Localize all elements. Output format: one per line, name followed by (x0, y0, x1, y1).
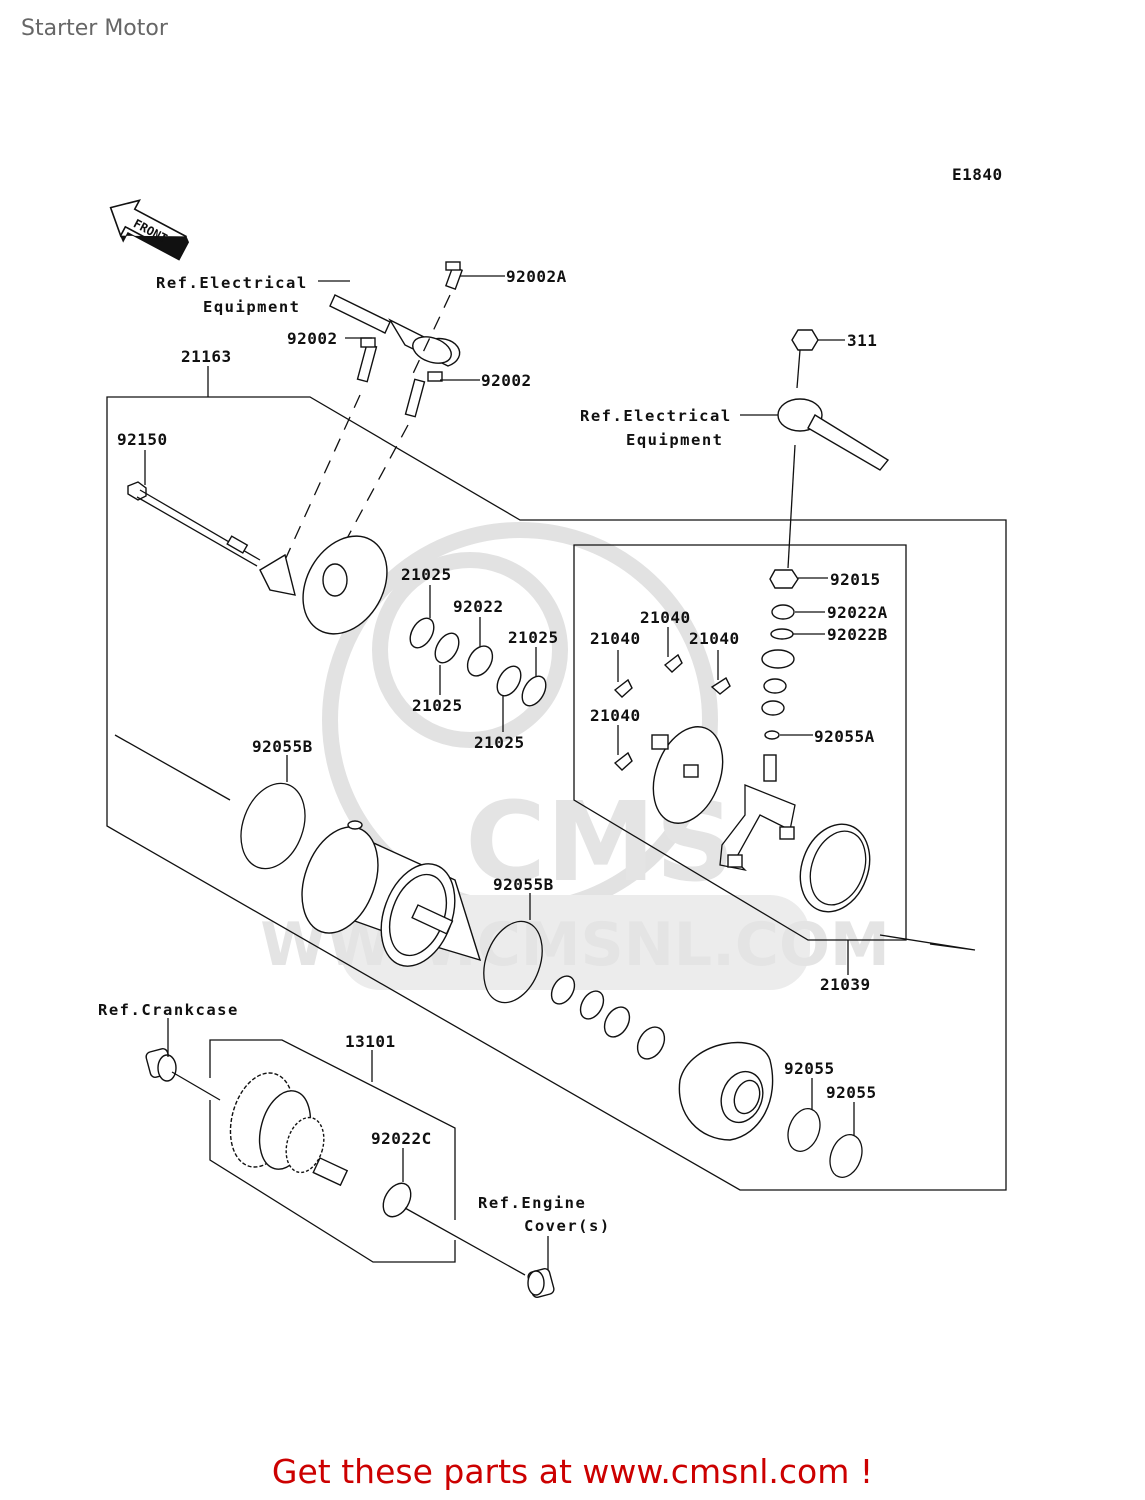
label-311[interactable]: 311 (847, 331, 877, 350)
ref-electrical-2-line1: Ref.Electrical (580, 407, 732, 425)
bushing-crankcase (145, 1048, 177, 1082)
ref-engine-cover-line1: Ref.Engine (478, 1194, 586, 1212)
assembly-bracket-13101 (209, 1039, 456, 1263)
o-ring-92055-2 (829, 1134, 863, 1178)
o-ring-92055B-2 (483, 920, 543, 1004)
washer-92022 (466, 645, 494, 677)
leader-lines (144, 275, 855, 1270)
washer-92022B (770, 628, 794, 640)
label-13101[interactable]: 13101 (345, 1032, 396, 1051)
bolt-92150 (127, 481, 261, 567)
part-labels: 92002A 92002 92002 21163 92150 311 21025… (117, 267, 888, 1148)
label-21025-4[interactable]: 21025 (474, 733, 525, 752)
diagram-code: E1840 (952, 165, 1003, 184)
front-arrow-icon: FRONT (109, 199, 190, 261)
label-21025-2[interactable]: 21025 (508, 628, 559, 647)
label-21163[interactable]: 21163 (181, 347, 232, 366)
label-21039[interactable]: 21039 (820, 975, 871, 994)
bolt-92002A (444, 261, 464, 291)
washer-92022C (382, 1182, 412, 1218)
label-92055B-2[interactable]: 92055B (493, 875, 554, 894)
label-92055-2[interactable]: 92055 (826, 1083, 877, 1102)
label-21040-1[interactable]: 21040 (640, 608, 691, 627)
label-92022B[interactable]: 92022B (827, 625, 888, 644)
washer-21025-3 (496, 665, 522, 697)
lock-washer (636, 1026, 666, 1060)
washer-lower-2 (579, 990, 605, 1020)
bushing-engine-cover (527, 1268, 555, 1298)
brush-spring-21040-2 (663, 653, 683, 673)
label-21040-4[interactable]: 21040 (590, 706, 641, 725)
page-title: Starter Motor (21, 16, 168, 41)
motor-yoke (301, 820, 482, 967)
electrical-cable-1 (329, 294, 461, 381)
bolt-92002-a (356, 337, 378, 383)
promo-banner[interactable]: Get these parts at www.cmsnl.com ! (0, 1452, 1145, 1491)
o-ring-92055-1 (787, 1108, 821, 1152)
assembly-bracket-21039 (573, 544, 907, 941)
brush-plate (651, 726, 724, 824)
starter-clutch-gear (229, 1072, 349, 1187)
label-21025-1[interactable]: 21025 (401, 565, 452, 584)
washer-21025-2 (434, 632, 460, 664)
ref-engine-cover-line2: Cover(s) (524, 1217, 611, 1235)
o-ring-92055A (764, 730, 780, 740)
washer-92022A (771, 604, 795, 620)
brush-holder (719, 754, 796, 872)
label-21040-2[interactable]: 21040 (590, 629, 641, 648)
washer-lower-3 (603, 1006, 631, 1038)
electrical-cable-2 (777, 329, 890, 569)
washer-21025-4 (521, 675, 547, 707)
washer-lower-1 (550, 975, 576, 1005)
label-92055B-1[interactable]: 92055B (252, 737, 313, 756)
label-92015[interactable]: 92015 (830, 570, 881, 589)
label-92055-1[interactable]: 92055 (784, 1059, 835, 1078)
reference-labels: Ref.Electrical Equipment Ref.Electrical … (98, 274, 732, 1235)
label-21040-3[interactable]: 21040 (689, 629, 740, 648)
yoke-ring (799, 823, 871, 913)
brush-spring-21040-3 (710, 676, 731, 695)
brush-spring-21040-4 (613, 751, 633, 771)
ref-electrical-2-line2: Equipment (626, 431, 724, 449)
o-ring-92055B-1 (240, 782, 306, 870)
bolt-92002-b (404, 371, 443, 418)
assembly-bracket-21163 (106, 396, 1007, 1191)
label-92002A[interactable]: 92002A (506, 267, 567, 286)
washer-21025-1 (409, 617, 435, 649)
label-92022[interactable]: 92022 (453, 597, 504, 616)
label-92150[interactable]: 92150 (117, 430, 168, 449)
label-92022C[interactable]: 92022C (371, 1129, 432, 1148)
ref-electrical-1-line2: Equipment (203, 298, 301, 316)
label-92002-a[interactable]: 92002 (287, 329, 338, 348)
end-cover-left (259, 535, 388, 635)
label-92002-b[interactable]: 92002 (481, 371, 532, 390)
label-21025-3[interactable]: 21025 (412, 696, 463, 715)
label-92055A[interactable]: 92055A (814, 727, 875, 746)
ref-crankcase: Ref.Crankcase (98, 1001, 239, 1019)
promo-link[interactable]: Get these parts at www.cmsnl.com ! (271, 1452, 874, 1491)
nut-92015 (769, 569, 799, 589)
end-cover-right (678, 1041, 774, 1141)
brush-spring-21040-1 (613, 678, 633, 698)
label-92022A[interactable]: 92022A (827, 603, 888, 622)
ref-electrical-1-line1: Ref.Electrical (156, 274, 308, 292)
